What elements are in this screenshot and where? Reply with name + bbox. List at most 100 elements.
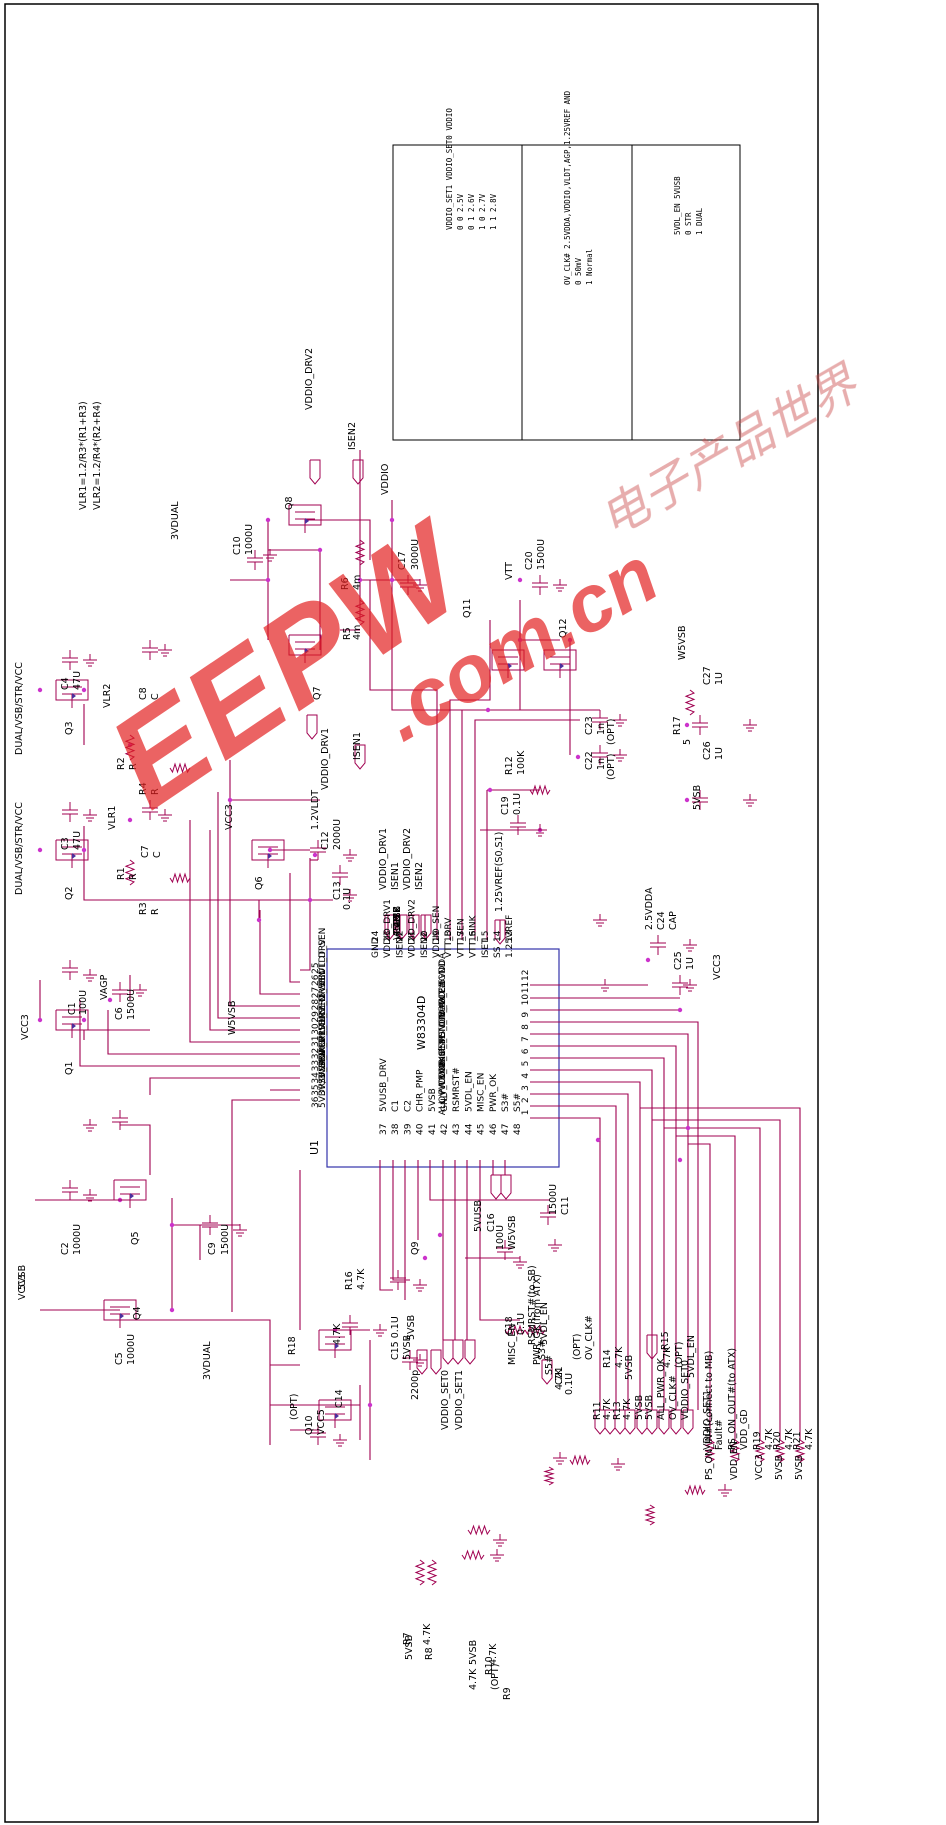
net-label: 5VSB <box>402 1335 413 1360</box>
pin-number: 2 <box>521 1097 531 1103</box>
pin-name: GND <box>438 960 448 981</box>
net-label: R12 <box>504 756 515 775</box>
port-flag <box>430 1349 442 1375</box>
net-label: 5VDL_EN <box>686 1335 697 1378</box>
net-label: R14 <box>602 1349 613 1368</box>
pin-name: VDD_EN <box>438 981 448 1018</box>
net-label: ISEN1 <box>390 862 401 890</box>
net-label: 4m <box>352 625 363 640</box>
net-label: 100K <box>516 750 527 775</box>
wire <box>229 760 300 1007</box>
pin-number: 11 <box>521 982 531 993</box>
wire <box>392 1160 410 1281</box>
net-label: R9 <box>502 1687 513 1700</box>
pin-number: 34 <box>311 1072 321 1084</box>
port-flag <box>500 1174 512 1200</box>
pin-name: VDDIO_SEN <box>432 906 442 958</box>
net-label: 1500U <box>126 989 137 1020</box>
net-label: 4.7K <box>488 1643 499 1665</box>
net-label: 4.7K <box>614 1346 625 1368</box>
net-label: Q10 <box>304 1415 315 1435</box>
resistor <box>794 1439 806 1463</box>
pin-name: PS_ON_IN# <box>438 1003 448 1054</box>
net-label: 2.5VDDA <box>644 887 655 930</box>
pin-number: 25 <box>311 962 321 973</box>
net-label: 4.7K <box>622 1398 633 1420</box>
net-label: 0.1U <box>564 1373 575 1395</box>
net-label: C7 <box>140 845 151 858</box>
pin-name: GND <box>440 1091 450 1112</box>
junction <box>485 707 491 713</box>
net-label: 3VDUAL <box>170 501 181 540</box>
table-row: 1 Normal <box>585 249 594 285</box>
net-label: VDD_GD <box>739 1409 750 1450</box>
net-label: DUAL/VSB/STR/VCC <box>14 662 25 755</box>
net-label: MISC_EN <box>507 1323 518 1365</box>
net-label: 5VSB <box>406 1315 417 1340</box>
pin-name: S3# <box>501 1093 511 1112</box>
pin-number: 41 <box>428 1124 438 1135</box>
resistor <box>124 734 136 761</box>
net-label: R18 <box>287 1336 298 1355</box>
port-flag <box>594 1409 606 1435</box>
net-label: 4.7K <box>356 1268 367 1290</box>
resistor <box>354 599 366 626</box>
net-label: PS_ON_IN#(connect to MB) <box>704 1351 715 1480</box>
pin-number: 35 <box>311 1084 321 1095</box>
wire <box>530 1093 629 1410</box>
pin-number: 27 <box>311 987 321 998</box>
net-label: 4.7K <box>392 915 403 937</box>
junction <box>595 1137 601 1143</box>
pin-name: LR1_DRV <box>318 1006 328 1047</box>
mosfet <box>318 1399 352 1421</box>
net-label: R <box>150 908 161 915</box>
wire <box>209 830 300 1031</box>
pin-number: 1 <box>521 1109 531 1115</box>
net-label: R4 <box>138 782 149 795</box>
wire <box>379 1160 393 1291</box>
pin-number: 18 <box>444 930 454 942</box>
resistor <box>426 1559 438 1586</box>
pin-number: 39 <box>403 1123 413 1135</box>
net-label: R1 <box>116 867 127 880</box>
net-label: 3VDUAL <box>202 1341 213 1380</box>
net-label: VCC3 <box>20 1014 31 1040</box>
pin-name: SS <box>493 946 503 958</box>
net-label: 0.1U <box>342 888 353 910</box>
wire <box>530 1033 689 1410</box>
net-label: 0.1U <box>516 1313 527 1335</box>
resistor <box>467 1524 491 1536</box>
net-label: C13 <box>332 881 343 900</box>
pin-name: ISEN2 <box>420 931 430 958</box>
pin-number: 30 <box>311 1023 321 1035</box>
junction <box>357 577 363 583</box>
net-label: 4.7K <box>804 1428 815 1450</box>
mosfet-arrow <box>72 693 76 699</box>
net-label: C14 <box>334 1389 345 1408</box>
port-flag <box>490 1174 502 1200</box>
junction <box>169 1222 175 1228</box>
pin-name: ISEN1 <box>395 931 405 958</box>
pin-name: VAGP_DRV <box>318 1023 328 1071</box>
net-label: 5VSB <box>692 785 703 810</box>
wire <box>676 1135 736 1440</box>
pin-name: VLDT_SEN <box>318 928 328 974</box>
port-flag <box>670 1409 682 1435</box>
mosfet-arrow <box>130 1193 134 1199</box>
net-label: 1n <box>596 758 607 770</box>
pin-name: 5VDL_EN <box>464 1071 474 1112</box>
pin-name: MISC_EN <box>477 1073 487 1112</box>
pin-name: ISET <box>481 938 491 958</box>
wire <box>369 580 438 940</box>
net-label: 1U <box>714 747 725 760</box>
pin-number: 42 <box>440 1124 450 1135</box>
net-label: C12 <box>320 831 331 850</box>
net-label: 4.7K <box>468 1668 479 1690</box>
wire <box>530 1105 617 1410</box>
mosfets <box>55 504 577 1428</box>
net-label: 47U <box>72 671 83 690</box>
pin-number: 23 <box>383 931 393 942</box>
resistor <box>529 784 551 796</box>
port-flag <box>352 459 364 485</box>
wire <box>530 1045 677 1410</box>
